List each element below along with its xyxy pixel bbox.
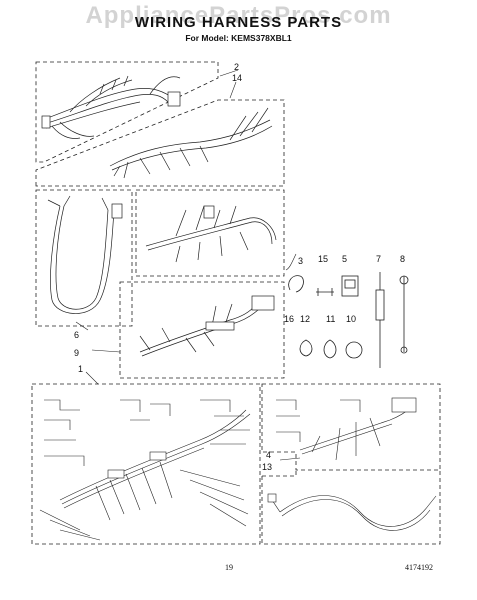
part-16-clip xyxy=(288,275,304,293)
harness-part-3 xyxy=(145,205,277,263)
part-12-tie xyxy=(299,339,313,357)
watermark: AppliancePartsPros.com xyxy=(85,2,392,29)
callout-12: 12 xyxy=(300,314,310,324)
harness-part-13 xyxy=(267,493,437,531)
callout-15: 15 xyxy=(318,254,328,264)
harness-part-4 xyxy=(276,397,417,461)
callout-7: 7 xyxy=(376,254,381,264)
callout-11: 11 xyxy=(326,314,335,324)
box-part-2 xyxy=(35,61,219,163)
callout-4: 4 xyxy=(266,450,271,460)
harness-part-9 xyxy=(139,295,275,357)
callout-5: 5 xyxy=(342,254,347,264)
callout-8: 8 xyxy=(400,254,405,264)
callout-14: 14 xyxy=(232,73,242,83)
box-part-1 xyxy=(31,383,261,545)
callout-3: 3 xyxy=(298,256,303,266)
callout-6: 6 xyxy=(74,330,79,340)
harness-part-14 xyxy=(109,107,273,179)
page-number: 19 xyxy=(225,563,233,572)
callout-10: 10 xyxy=(346,314,356,324)
callout-13: 13 xyxy=(262,462,272,472)
box-part-3 xyxy=(135,189,285,277)
box-part-14 xyxy=(35,99,285,187)
box-part-6 xyxy=(35,189,133,327)
harness-part-1 xyxy=(39,399,251,541)
part-10-tie xyxy=(345,341,363,359)
callout-1: 1 xyxy=(78,364,83,374)
callout-9: 9 xyxy=(74,348,79,358)
harness-part-2 xyxy=(41,75,181,139)
part-11-tie xyxy=(323,339,337,359)
box-part-13 xyxy=(261,470,441,545)
box-part-9 xyxy=(119,281,285,379)
box-part-4 xyxy=(261,383,441,471)
small-parts xyxy=(288,272,409,368)
part-15-clamp xyxy=(316,288,334,296)
model-subtitle: For Model: KEMS378XBL1 xyxy=(185,33,292,43)
callout-2: 2 xyxy=(234,62,239,72)
document-number: 4174192 xyxy=(405,563,433,572)
page-title: WIRING HARNESS PARTS xyxy=(134,14,343,31)
callout-16: 16 xyxy=(284,314,294,324)
harness-part-6 xyxy=(47,195,123,314)
part-5-block xyxy=(341,275,359,297)
